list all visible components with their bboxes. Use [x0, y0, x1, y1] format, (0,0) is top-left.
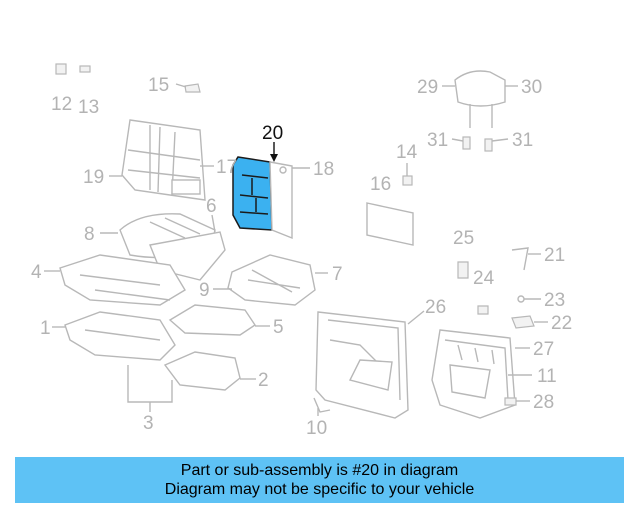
seat-back-panel-20: [232, 142, 293, 240]
caption-line-1: Part or sub-assembly is #20 in diagram: [180, 462, 459, 479]
part-label-15: 15: [148, 75, 169, 96]
part-label-16: 16: [370, 174, 391, 195]
side-panel-27: [431, 329, 516, 419]
part-label-3: 3: [143, 413, 154, 434]
seat-back-frame: [121, 119, 206, 201]
caption-line-2: Diagram may not be specific to your vehi…: [164, 481, 475, 498]
part-label-22: 22: [551, 313, 572, 334]
part-label-7: 7: [332, 264, 343, 285]
part-label-14: 14: [396, 142, 418, 163]
part-label-28: 28: [533, 392, 554, 413]
caption-banner: Part or sub-assembly is #20 in diagram D…: [15, 457, 624, 503]
part-labels: 1 2 3 4 5 6 7 8 9 10 11 12 13 14 15 16 1…: [31, 75, 572, 439]
part-label-24: 24: [473, 268, 495, 289]
part-label-5: 5: [273, 317, 284, 338]
part-label-20: 20: [262, 123, 283, 144]
part-label-9: 9: [199, 280, 210, 301]
seat-pad-5: [168, 304, 256, 336]
part-label-2: 2: [258, 370, 269, 391]
part-label-10: 10: [306, 418, 327, 439]
part-label-31-left: 31: [427, 130, 448, 151]
part-label-23: 23: [544, 290, 565, 311]
part-label-12: 12: [51, 94, 72, 115]
part-label-17: 17: [216, 157, 237, 178]
part-label-13: 13: [78, 97, 99, 118]
seat-pan-2: [163, 351, 241, 391]
part-label-6: 6: [206, 196, 217, 217]
part-label-8: 8: [84, 224, 95, 245]
part-label-26: 26: [425, 297, 446, 318]
seat-pad-7: [227, 254, 316, 306]
part-label-27: 27: [533, 339, 554, 360]
part-label-31-right: 31: [512, 130, 533, 151]
seat-pan-1: [64, 311, 176, 361]
part-label-19: 19: [83, 167, 104, 188]
part-label-1: 1: [40, 318, 51, 339]
part-label-29: 29: [417, 77, 438, 98]
part-label-21: 21: [544, 245, 565, 266]
part-label-11: 11: [537, 366, 557, 387]
part-label-25: 25: [453, 228, 474, 249]
part-label-4: 4: [31, 262, 42, 283]
headrest: [454, 70, 506, 128]
seat-pad-4: [59, 254, 186, 306]
side-panel-26: [315, 311, 409, 419]
part-label-30: 30: [521, 77, 542, 98]
part-label-18: 18: [313, 159, 334, 180]
leader-lines: [44, 83, 548, 416]
